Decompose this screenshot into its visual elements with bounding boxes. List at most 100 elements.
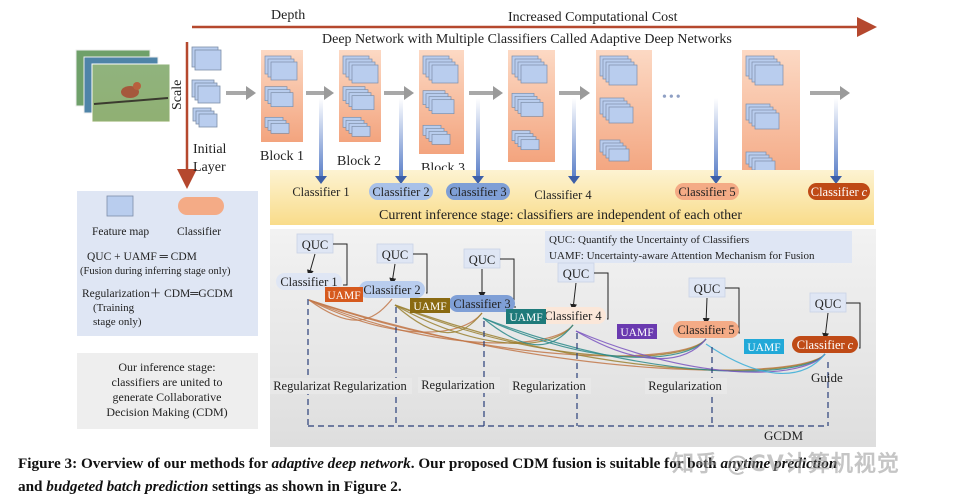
feature-map [270, 122, 290, 134]
bottom-classifier-pill-3 [449, 295, 515, 312]
input-image-stack [75, 49, 171, 123]
legend-gcdm-equation: Regularization＋ CDM═GCDM [82, 288, 233, 300]
fusion-curve [482, 317, 574, 346]
quc-label-6: QUC [815, 297, 841, 311]
uamf-tag-2 [410, 298, 450, 313]
legend-cdm-equation: QUC + UAMF ═ CDM [87, 251, 197, 263]
quc-arrow [307, 253, 316, 277]
uamf-definition: UAMF: Uncertainty-aware Attention Mechan… [549, 250, 815, 262]
top-classifier-pill-5 [675, 183, 739, 200]
bottom-classifier-pill-1 [276, 273, 342, 290]
forward-arrow-head [404, 86, 414, 100]
feature-map [520, 64, 548, 84]
regularization-bg [330, 378, 412, 394]
uamf-tag-5 [744, 339, 784, 354]
legend-classifier-label: Classifier [177, 226, 221, 238]
legend-classifier-swatch [178, 197, 224, 215]
regularization-label-1: Regularization [273, 379, 347, 393]
our-stage-panel [77, 353, 258, 429]
quc-feedback [333, 243, 348, 286]
quc-definition: QUC: Quantify the Uncertainty of Classif… [549, 234, 749, 246]
regularization-bg [418, 377, 500, 393]
quc-arrow [702, 297, 710, 325]
our-stage-line-4: Decision Making (CDM) [106, 405, 227, 419]
uamf-label-1: UAMF [327, 290, 360, 302]
quc-label-1: QUC [302, 238, 328, 252]
down-arrow [572, 98, 576, 178]
quc-arrow [389, 263, 397, 285]
block-label-2: Block 2 [337, 154, 381, 169]
bottom-classifier-label-3: Classifier 3 [453, 297, 510, 311]
figure-caption: Figure 3: Overview of our methods for ad… [18, 452, 948, 498]
classifier-c-var: c [848, 338, 854, 352]
caption-italic-1: adaptive deep network [271, 455, 411, 472]
legend-feature-map-label: Feature map [92, 226, 149, 238]
our-stage-line-2: classifiers are united to [112, 375, 223, 389]
forward-arrow-head [840, 86, 850, 100]
fusion-curve [394, 304, 574, 344]
down-arrow-head [395, 176, 407, 184]
quc-label-5: QUC [694, 282, 720, 296]
feature-map [270, 92, 294, 108]
feature-map [520, 139, 540, 151]
uamf-label-2: UAMF [413, 301, 446, 313]
down-arrow-head [830, 176, 842, 184]
top-classifier-label-2: Classifier 2 [372, 185, 429, 199]
fusion-curve [482, 317, 707, 358]
feature-map [608, 148, 630, 162]
feature-map [351, 125, 371, 137]
fusion-curve [575, 330, 826, 373]
legend-feature-map-swatch [106, 195, 134, 217]
down-arrow [399, 98, 403, 178]
uamf-label-5: UAMF [747, 342, 780, 354]
forward-arrow-head [580, 86, 590, 100]
uamf-label-3: UAMF [509, 312, 542, 324]
initial-layer-label-1: Initial [193, 142, 227, 157]
down-arrow [834, 98, 838, 178]
bottom-classifier-pill-4 [540, 307, 606, 324]
legend-gcdm-note-2: stage only) [93, 316, 142, 328]
fusion-curve [308, 299, 826, 371]
top-classifier-pill-6 [808, 183, 870, 200]
fusion-curve [394, 304, 483, 334]
quc-arrow [822, 312, 830, 340]
quc-feedback [500, 258, 516, 308]
down-arrow-head [710, 176, 722, 184]
fusion-curve [308, 299, 574, 344]
feature-map [608, 64, 638, 86]
top-classifier-label-4: Classifier 4 [534, 188, 592, 202]
down-arrow [319, 98, 323, 178]
quc-feedback [594, 272, 609, 320]
down-arrow-head [568, 176, 580, 184]
top-classifier-label-5: Classifier 5 [678, 185, 735, 199]
classifier-c-var: c [862, 185, 868, 199]
quc-label-4: QUC [563, 267, 589, 281]
legend-cdm-note: (Fusion during inferring stage only) [80, 266, 231, 277]
feature-map [754, 64, 784, 86]
ellipsis: ••• [662, 90, 683, 105]
guide-label: Guide [811, 370, 843, 385]
fusion-curve [394, 304, 707, 357]
caption-part-4: settings as shown in Figure 2. [208, 478, 402, 495]
depth-label: Depth [271, 8, 305, 23]
quc-arrow [570, 282, 578, 311]
forward-arrow-head [493, 86, 503, 100]
cost-label: Increased Computational Cost [508, 10, 678, 25]
down-arrow [714, 98, 718, 178]
regularization-label-3: Regularization [421, 378, 495, 392]
feature-map [351, 95, 375, 111]
our-stage-line-3: generate Collaborative [113, 390, 222, 404]
initial-layer-maps [191, 46, 222, 128]
bottom-classifier-pill-6 [792, 336, 858, 353]
regularization-bg [645, 378, 727, 394]
feature-map [431, 64, 459, 84]
top-classifier-pill-3 [446, 183, 510, 200]
forward-arrow-head [246, 86, 256, 100]
uamf-label-4: UAMF [620, 327, 653, 339]
caption-part-2: . Our proposed CDM fusion is suitable fo… [410, 455, 721, 472]
fusion-curve [482, 317, 826, 372]
regularization-label-5: Regularization [648, 379, 722, 393]
gcdm-label: GCDM [764, 428, 803, 443]
